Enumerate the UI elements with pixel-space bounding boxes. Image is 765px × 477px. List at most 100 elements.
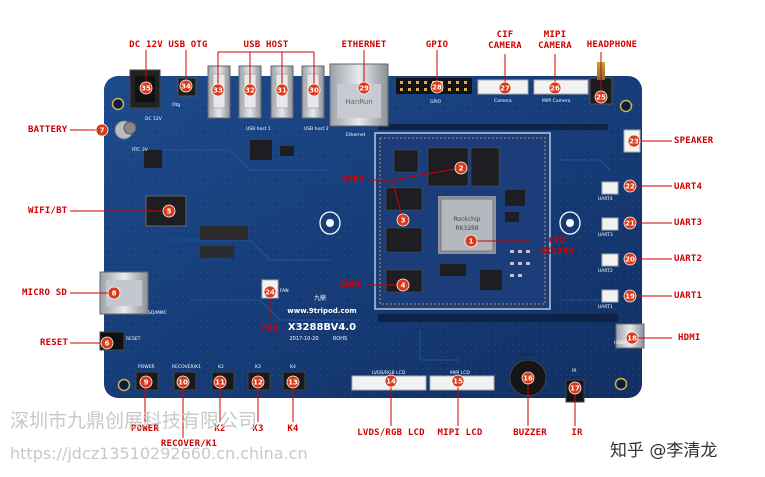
silk-host2: USB host 2 [304, 126, 329, 132]
marker-circle-9 [139, 375, 153, 389]
marker-number-24: 24 [265, 289, 275, 297]
marker-circle-25 [594, 90, 608, 104]
marker-number-28: 28 [432, 84, 442, 92]
label-battery: BATTERY [28, 125, 68, 135]
silk-camera: Camera [494, 98, 512, 104]
marker-circle-33 [211, 83, 225, 97]
marker-number-26: 26 [550, 85, 560, 93]
silk-reset: RESET [126, 336, 141, 342]
label-power: POWER [130, 424, 160, 434]
marker-number-35: 35 [141, 85, 151, 93]
marker-number-29: 29 [359, 85, 369, 93]
marker-number-20: 20 [625, 256, 635, 264]
marker-circle-15 [451, 374, 465, 388]
marker-number-19: 19 [625, 293, 635, 301]
label-k2: K2 [214, 424, 226, 434]
marker-number-13: 13 [288, 379, 298, 387]
marker-circle-31 [275, 83, 289, 97]
silk-k4: K4 [290, 364, 296, 370]
silk-otg: Otg [172, 102, 180, 108]
marker-circle-17 [568, 381, 582, 395]
marker-circle-2 [454, 161, 468, 175]
marker-number-18: 18 [627, 335, 637, 343]
marker-number-30: 30 [309, 87, 319, 95]
marker-circle-34 [179, 79, 193, 93]
silk-fan: FAN [280, 288, 289, 294]
marker-circle-19 [623, 289, 637, 303]
label-cpu-line1: CPU [548, 236, 566, 246]
label-ddr3: DDR3 [342, 175, 365, 185]
marker-number-7: 7 [100, 127, 105, 135]
silk-power: POWER [138, 364, 155, 370]
marker-number-9: 9 [144, 379, 149, 387]
marker-circle-28 [430, 80, 444, 94]
marker-number-11: 11 [215, 379, 225, 387]
silk-uart4: UART4 [598, 196, 613, 202]
marker-circle-11 [213, 375, 227, 389]
silk-dc12v: DC 12V [145, 116, 163, 122]
label-ir: IR [571, 428, 583, 438]
silk-k3: K3 [255, 364, 261, 370]
silk-lvds: LVDS/RGB LCD [372, 370, 406, 376]
marker-circle-4 [396, 278, 410, 292]
marker-number-17: 17 [570, 385, 580, 393]
label-cif-camera-line2: CAMERA [488, 41, 522, 51]
silk-mipi-lcd: MIPI LCD [450, 370, 470, 376]
label-micro-sd: MICRO SD [22, 288, 67, 298]
marker-circle-22 [623, 179, 637, 193]
label-usb-otg: USB OTG [168, 40, 208, 50]
marker-number-14: 14 [386, 378, 396, 386]
label-ethernet: ETHERNET [341, 40, 387, 50]
marker-circle-8 [107, 286, 121, 300]
marker-circle-26 [548, 81, 562, 95]
silk-buzzer: Buzzer [520, 352, 535, 358]
marker-circle-3 [396, 213, 410, 227]
silk-k2: K2 [218, 364, 224, 370]
label-reset: RESET [40, 338, 69, 348]
website-text: www.9tripod.com [287, 307, 356, 315]
marker-circle-27 [498, 81, 512, 95]
marker-circle-32 [243, 83, 257, 97]
marker-number-34: 34 [181, 83, 191, 91]
marker-circle-21 [623, 216, 637, 230]
label-k3: K3 [252, 424, 264, 434]
silk-uart3: UART3 [598, 232, 613, 238]
model-text: X3288BV4.0 [288, 322, 356, 333]
marker-circle-12 [251, 375, 265, 389]
marker-circle-13 [286, 375, 300, 389]
module-slot [319, 211, 581, 235]
micro-sd-slot [99, 271, 149, 315]
label-uart2: UART2 [674, 254, 703, 264]
watermark-zhihu: 知乎 @李清龙 [610, 441, 718, 461]
marker-circle-23 [627, 134, 641, 148]
marker-circle-10 [176, 375, 190, 389]
silk-rtc: RTC 3V [132, 147, 149, 153]
label-uart4: UART4 [674, 182, 703, 192]
pin-headers [378, 124, 618, 322]
marker-number-21: 21 [625, 220, 635, 228]
marker-number-33: 33 [213, 87, 223, 95]
marker-number-15: 15 [453, 378, 463, 386]
silk-recover: RECOVER/K1 [172, 364, 201, 370]
marker-number-10: 10 [178, 379, 188, 387]
label-usb-host: USB HOST [243, 40, 289, 50]
marker-circle-16 [521, 371, 535, 385]
marker-number-5: 5 [167, 208, 172, 216]
marker-number-1: 1 [469, 238, 474, 246]
silk-ir: IR [572, 368, 576, 374]
label-gpio: GPIO [425, 40, 449, 50]
marker-number-6: 6 [105, 340, 110, 348]
label-uart3: UART3 [674, 218, 703, 228]
chip-brand-text: Rockchip [454, 216, 481, 223]
label-uart1: UART1 [674, 291, 703, 301]
marker-number-31: 31 [277, 87, 287, 95]
misc-chips [144, 140, 294, 258]
marker-number-27: 27 [500, 85, 510, 93]
uart-headers [601, 181, 619, 303]
marker-circle-14 [384, 374, 398, 388]
marker-number-16: 16 [523, 375, 533, 383]
label-mipi-camera-line2: CAMERA [538, 41, 572, 51]
leader-lines [70, 50, 672, 438]
silk-hdmi: HDMI OUT [614, 340, 637, 346]
